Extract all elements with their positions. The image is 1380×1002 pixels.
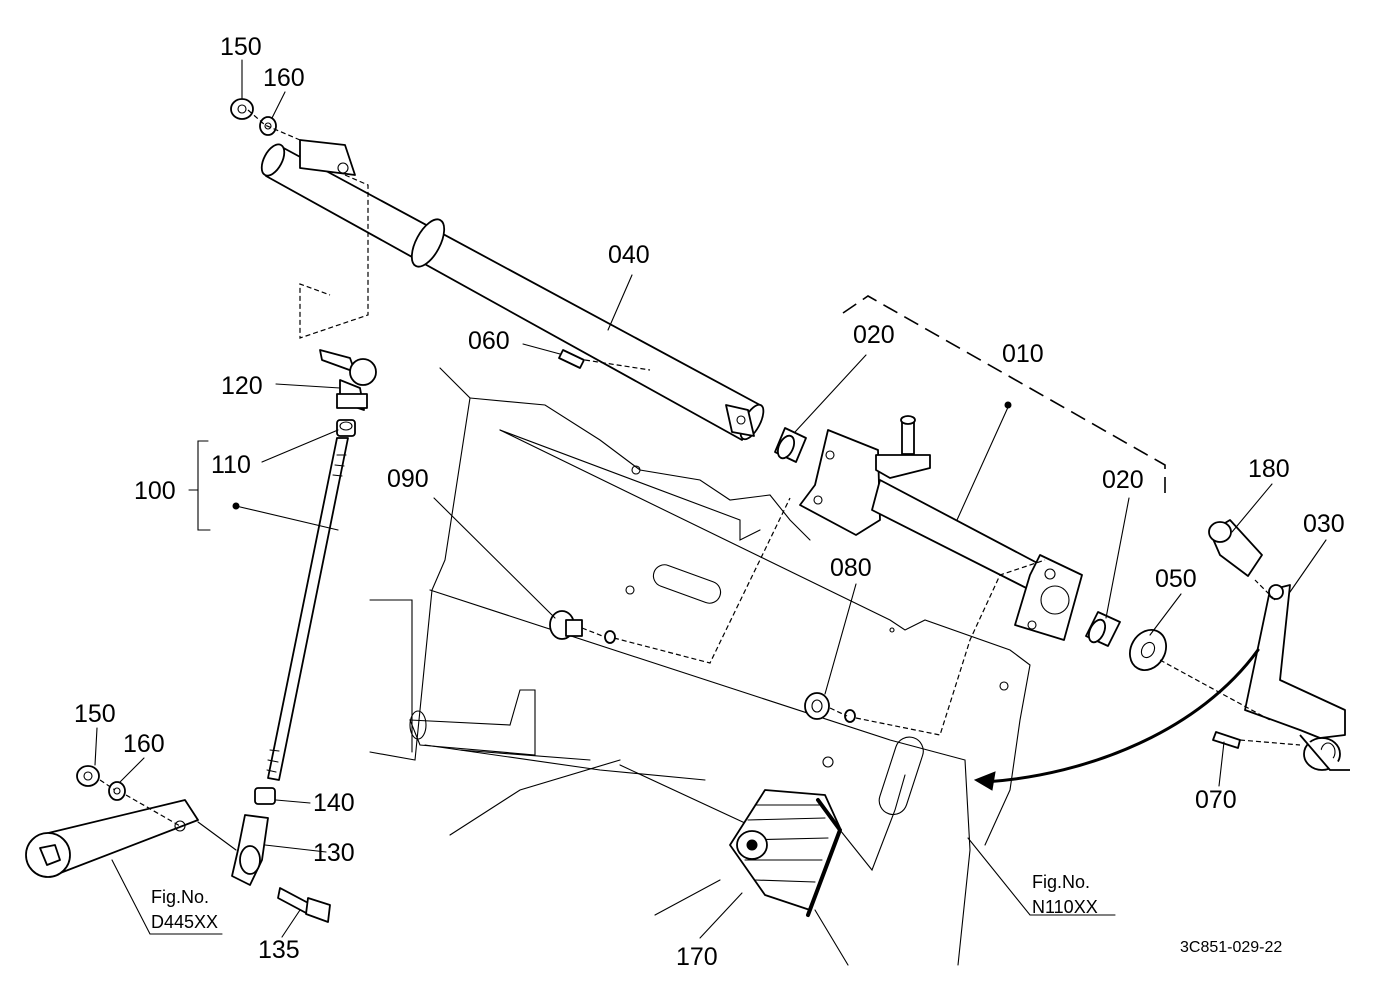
knob-090 — [549, 610, 616, 644]
bushing-020-upper — [774, 427, 807, 463]
assembly-010-bracket-line — [842, 295, 1166, 495]
fig-ref-right-label: Fig.No. — [1032, 872, 1090, 892]
nut-150-lower — [76, 765, 100, 787]
lever-030 — [1244, 584, 1350, 771]
label-020-upper: 020 — [853, 321, 895, 349]
bolt-135 — [277, 887, 331, 923]
label-160-lower: 160 — [123, 730, 165, 758]
label-100: 100 — [134, 477, 176, 505]
label-160-upper: 160 — [263, 64, 305, 92]
pin-060 — [558, 349, 585, 369]
nut-080 — [804, 692, 856, 723]
label-070: 070 — [1195, 786, 1237, 814]
label-060: 060 — [468, 327, 510, 355]
drawing-code: 3C851-029-22 — [1180, 939, 1282, 956]
bushing-020-lower — [1085, 611, 1121, 647]
rod-assembly-100 — [231, 349, 377, 886]
washer-050 — [1129, 629, 1167, 671]
label-080: 080 — [830, 554, 872, 582]
figure-reference-right: Fig.No. N110XX — [1032, 872, 1098, 917]
direction-arrow — [973, 648, 1260, 791]
label-050: 050 — [1155, 565, 1197, 593]
washer-160-lower — [108, 781, 126, 801]
label-040: 040 — [608, 241, 650, 269]
figure-reference-left: Fig.No. D445XX — [151, 887, 218, 932]
label-120: 120 — [221, 372, 263, 400]
fig-ref-right-code: N110XX — [1032, 897, 1098, 917]
label-030: 030 — [1303, 510, 1345, 538]
boot-170 — [729, 789, 842, 917]
label-170: 170 — [676, 943, 718, 971]
assembly-dashed-lines — [99, 109, 1301, 827]
label-135: 135 — [258, 936, 300, 964]
label-090: 090 — [387, 465, 429, 493]
label-110: 110 — [211, 451, 251, 479]
label-150-upper: 150 — [220, 33, 262, 61]
grip-180 — [1208, 519, 1263, 577]
label-020-lower: 020 — [1102, 466, 1144, 494]
label-180: 180 — [1248, 455, 1290, 483]
part-labels: 150 160 040 060 020 010 120 110 100 090 … — [74, 33, 1345, 971]
frame-panel — [369, 367, 1031, 966]
nut-150-upper — [230, 98, 254, 120]
label-010: 010 — [1002, 340, 1044, 368]
bracket-assembly-010 — [799, 415, 1083, 641]
label-150-lower: 150 — [74, 700, 116, 728]
label-130: 130 — [313, 839, 355, 867]
leader-lines — [94, 59, 1327, 939]
pin-070 — [1212, 731, 1241, 749]
shaft-040 — [260, 139, 765, 441]
arm-d445xx — [25, 799, 237, 878]
fig-ref-left-code: D445XX — [151, 912, 218, 932]
label-140: 140 — [313, 789, 355, 817]
fig-ref-left-label: Fig.No. — [151, 887, 209, 907]
